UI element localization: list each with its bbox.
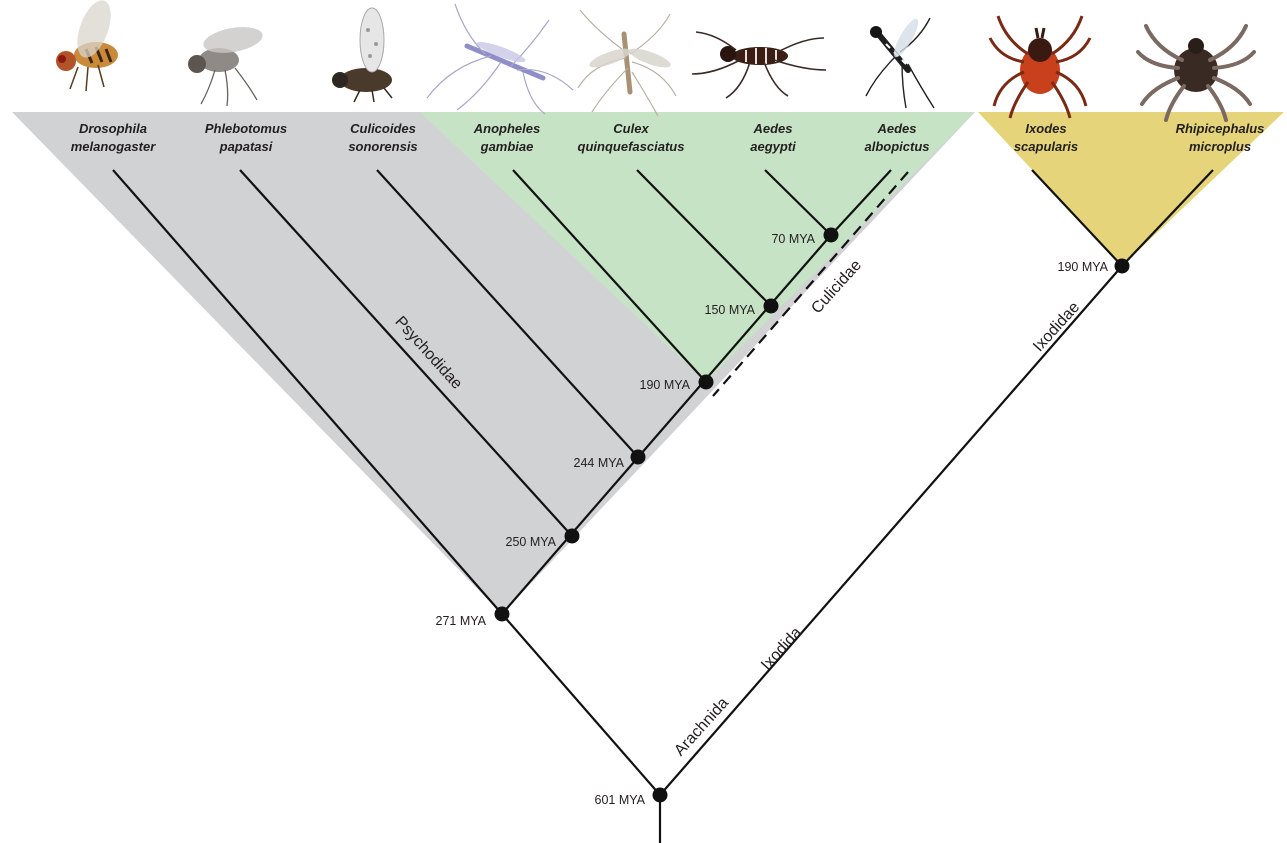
node-dot-271 bbox=[495, 607, 510, 622]
biting-midge-photo bbox=[332, 8, 392, 102]
clade-label-ixodidae: Ixodidae bbox=[1030, 299, 1083, 355]
culex-mosquito-photo bbox=[578, 10, 676, 116]
clade-label-arachnida: Arachnida bbox=[671, 694, 732, 759]
node-dot-190-ixodidae bbox=[1115, 259, 1130, 274]
cattle-tick-photo bbox=[1138, 26, 1254, 120]
anopheles-mosquito-photo bbox=[427, 4, 573, 114]
clade-label-ixodida: Ixodida bbox=[758, 624, 805, 674]
node-age-190-ixodidae: 190 MYA bbox=[1058, 260, 1109, 274]
node-age-250: 250 MYA bbox=[506, 535, 557, 549]
deer-tick-photo bbox=[990, 16, 1090, 118]
node-age-190-culicidae: 190 MYA bbox=[640, 378, 691, 392]
fruit-fly-photo bbox=[56, 0, 118, 91]
node-age-271: 271 MYA bbox=[436, 614, 487, 628]
node-age-244: 244 MYA bbox=[574, 456, 625, 470]
node-dot-250 bbox=[565, 529, 580, 544]
aedes-aegypti-mosquito-photo bbox=[692, 32, 826, 98]
node-dot-190-culicidae bbox=[699, 375, 714, 390]
node-dot-244 bbox=[631, 450, 646, 465]
node-age-150: 150 MYA bbox=[705, 303, 756, 317]
node-age-601: 601 MYA bbox=[595, 793, 646, 807]
node-age-70: 70 MYA bbox=[771, 232, 815, 246]
sand-fly-photo bbox=[188, 23, 265, 106]
aedes-albopictus-mosquito-photo bbox=[866, 16, 934, 108]
branch-diptera-stem bbox=[502, 614, 660, 795]
node-dot-70 bbox=[824, 228, 839, 243]
node-dot-150 bbox=[764, 299, 779, 314]
node-dot-601 bbox=[653, 788, 668, 803]
